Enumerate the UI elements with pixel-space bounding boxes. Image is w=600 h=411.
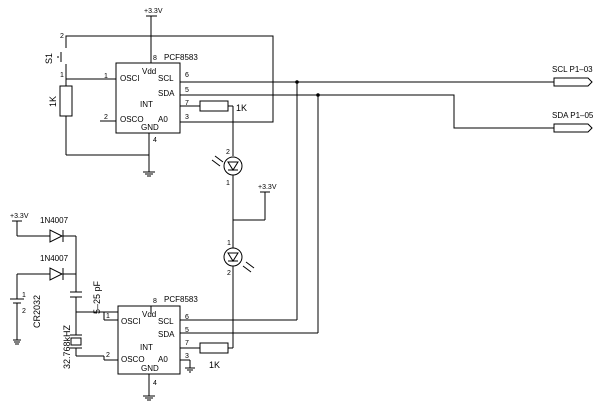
chip-top-num-scl: 6: [185, 72, 189, 79]
led-top-pin-b: 1: [226, 180, 230, 187]
supply-symbol-middle: +3.3V: [233, 184, 277, 221]
connector-sda-label: SDA P1–05: [552, 111, 594, 120]
chip-top-num-gnd: 4: [153, 137, 157, 144]
supply-symbol-left: +3.3V: [10, 213, 50, 237]
connector-sda: SDA P1–05: [552, 111, 594, 133]
chip-top-part: PCF8583: [164, 53, 198, 62]
resistor-r1: 1K: [48, 85, 73, 117]
chip-bottom-pin-a0: A0: [158, 355, 168, 364]
supply-symbol-top: +3.3V: [144, 8, 163, 56]
chip-bottom-pin-int: INT: [140, 343, 153, 352]
chip-bottom-pin-vdd: Vdd: [142, 310, 156, 319]
switch-pin2: 2: [60, 33, 64, 40]
chip-top-pin-osci: OSCI: [120, 74, 140, 83]
chip-top-num-vdd: 8: [153, 55, 157, 62]
chip-top-pin-sda: SDA: [158, 89, 175, 98]
diode-d1-part: 1N4007: [40, 216, 69, 225]
chip-bottom-num-sda: 5: [185, 327, 189, 334]
chip-top-num-osco: 2: [104, 114, 108, 121]
switch-s1: S1 2 1: [44, 33, 67, 79]
led-bottom-pin-a: 1: [227, 240, 231, 247]
led-bottom: 1 2: [223, 240, 255, 277]
chip-bottom-num-scl: 6: [185, 314, 189, 321]
chip-bottom-part: PCF8583: [164, 295, 198, 304]
crystal-x1: 32.768kHZ: [62, 312, 104, 369]
chip-top-pin-a0: A0: [158, 115, 168, 124]
chip-top-num-osci: 1: [104, 73, 108, 80]
resistor-r2: 1K: [199, 100, 247, 113]
chip-bottom-pin-sda: SDA: [158, 330, 175, 339]
resistor-r3-value: 1K: [209, 360, 220, 370]
capacitor-c1: 5–25 pF: [70, 280, 102, 314]
chip-top-pin-gnd: GND: [141, 123, 159, 132]
crystal-value: 32.768kHZ: [62, 324, 72, 369]
chip-top-num-int: 7: [185, 100, 189, 107]
chip-top-pin-int: INT: [140, 100, 153, 109]
chip-top-pin-osco: OSCO: [120, 115, 144, 124]
switch-ref: S1: [44, 53, 54, 64]
resistor-r3: 1K: [199, 342, 229, 370]
capacitor-value: 5–25 pF: [92, 280, 102, 314]
chip-bottom-pin-osco: OSCO: [121, 355, 145, 364]
battery-cr2032: CR2032 1 2: [10, 274, 42, 345]
chip-bottom-num-gnd: 4: [153, 380, 157, 387]
chip-bottom-pin-osci: OSCI: [121, 317, 141, 326]
chip-top-pin-vdd: Vdd: [142, 67, 156, 76]
supply-label-top: +3.3V: [144, 8, 163, 15]
resistor-r1-value: 1K: [48, 96, 58, 107]
rtc-chip-bottom: PCF8583 Vdd OSCI SCL SDA INT OSCO A0 GND…: [106, 295, 198, 387]
resistor-r2-value: 1K: [236, 103, 247, 113]
chip-bottom-num-osco: 2: [106, 352, 110, 359]
chip-bottom-pin-scl: SCL: [158, 317, 174, 326]
led-top-pin-a: 2: [226, 149, 230, 156]
led-bottom-pin-b: 2: [227, 270, 231, 277]
diode-d2-part: 1N4007: [40, 254, 69, 263]
supply-label-left: +3.3V: [10, 213, 29, 220]
chip-bottom-num-osci: 1: [106, 313, 110, 320]
battery-pin1: 1: [22, 292, 26, 299]
chip-bottom-num-vdd: 8: [153, 298, 157, 305]
chip-bottom-pin-gnd: GND: [141, 364, 159, 373]
wiring-bottom: [103, 306, 318, 401]
battery-part: CR2032: [32, 295, 42, 328]
switch-pin1: 1: [60, 72, 64, 79]
diode-d1: 1N4007: [40, 216, 76, 243]
connector-scl-label: SCL P1–03: [552, 65, 593, 74]
led-top: 2 1: [211, 149, 243, 187]
chip-bottom-num-a0: 3: [185, 353, 189, 360]
connector-scl: SCL P1–03: [552, 65, 593, 87]
supply-label-middle: +3.3V: [258, 184, 277, 191]
chip-top-num-a0: 3: [185, 114, 189, 121]
chip-bottom-num-int: 7: [185, 340, 189, 347]
rtc-chip-top: PCF8583 Vdd OSCI SCL SDA INT OSCO A0 GND…: [104, 53, 198, 144]
battery-pin2: 2: [22, 308, 26, 315]
chip-top-num-sda: 5: [185, 87, 189, 94]
chip-top-pin-scl: SCL: [158, 74, 174, 83]
diode-d2: 1N4007: [40, 254, 76, 281]
